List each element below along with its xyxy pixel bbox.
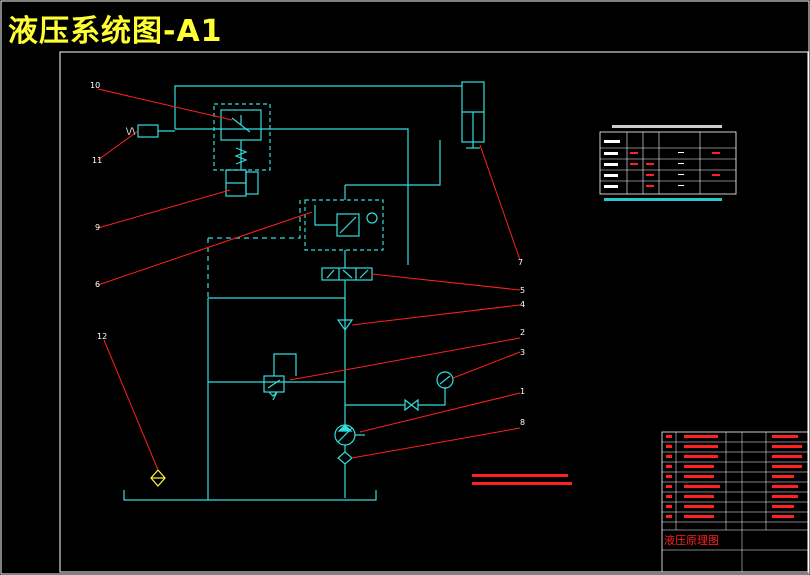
drawing-name: 液压原理图 [664,533,719,547]
callout-12: 12 [97,332,107,341]
callout-4: 4 [520,300,525,309]
callout-labels: 10 11 9 6 12 7 5 4 2 3 1 8 [90,81,525,427]
action-table [599,125,737,201]
callout-7: 7 [518,258,523,267]
leader-lines [97,88,521,471]
callout-1: 1 [520,387,525,396]
callout-2: 2 [520,328,525,337]
circuit [123,81,485,501]
callout-9: 9 [95,223,100,232]
top-line [174,85,462,129]
callout-8: 8 [520,418,525,427]
tech-requirements [472,474,572,485]
callout-6: 6 [95,280,100,289]
callout-11: 11 [92,156,102,165]
page-title: 液压系统图-A1 [8,14,223,49]
pressure-gauge [436,371,454,389]
switch-symbol-icon: \/\ [126,127,136,137]
oil-tank [123,490,377,501]
callout-10: 10 [90,81,100,90]
title-block: 液压原理图 [661,431,809,573]
inner-frame [59,51,809,573]
callout-5: 5 [520,286,525,295]
callout-3: 3 [520,348,525,357]
